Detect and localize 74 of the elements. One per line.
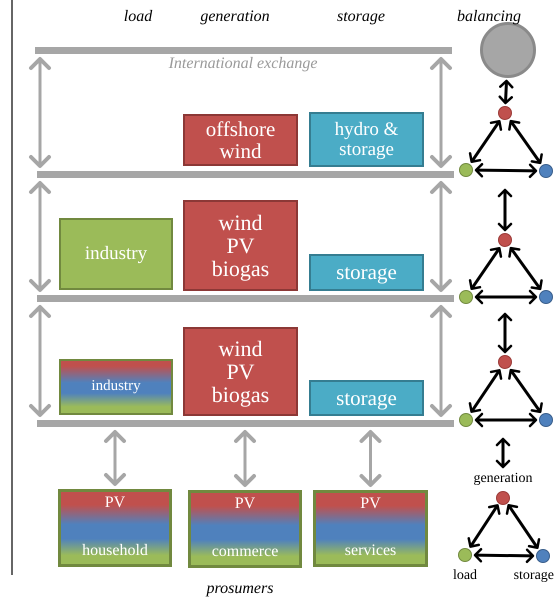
level-bar [37,171,454,178]
box-text: commerce [212,544,278,561]
box-text: household [82,543,148,560]
generation-box [183,114,298,166]
box-text: PV [104,495,126,512]
load-box [59,218,173,290]
arrow [508,120,543,164]
double-arrow [430,181,452,292]
double-arrow [29,181,51,292]
double-arrow [234,430,256,487]
load-label: load [452,568,478,584]
arrow [506,504,540,549]
double-arrow [104,430,126,486]
load-dot [459,163,473,177]
generation-dot [498,106,512,120]
box-text: PV [360,496,381,513]
storage-label: storage [514,568,554,584]
load-dot [458,548,472,562]
level-bar [35,47,452,54]
arrow [474,162,538,178]
column-heading: prosumers [206,580,274,598]
arrow [498,80,514,104]
storage-dot [539,290,553,304]
arrow [468,120,502,163]
storage-dot [539,413,553,427]
box-text: wind PV biogas [212,210,270,280]
box-text: storage [336,261,397,284]
prosumer-box [313,490,428,567]
column-heading: balancing [457,8,521,26]
double-arrow [430,57,452,168]
double-arrow [430,305,452,417]
box-text: PV [234,496,256,513]
box-text: industry [84,244,148,264]
prosumer-box [58,489,172,567]
arrow [496,438,510,468]
box-text: offshore wind [206,118,276,162]
arrow [468,369,502,413]
arrow [498,188,512,232]
box-text: generation [473,472,533,487]
arrow [508,368,543,414]
storage-dot [539,164,553,178]
storage-box [309,112,424,167]
storage-box [309,254,424,291]
arrow [474,290,538,304]
column-heading: storage [337,8,385,26]
double-arrow [29,57,51,168]
arrow [468,504,500,548]
load-dot [459,290,473,304]
load-dot [459,413,473,427]
prosumer-box [188,490,302,568]
level-bar [37,295,454,302]
storage-box [309,380,424,416]
box-text: services [344,543,396,560]
column-heading: load [124,8,152,26]
column-heading: generation [200,8,270,26]
generation-box [183,200,298,291]
generation-dot [498,355,512,369]
level-bar [37,420,454,427]
double-arrow [29,305,51,417]
arrow [474,412,538,428]
arrow [498,312,512,354]
box-text: wind PV biogas [212,336,270,406]
box-text: industry [91,379,141,395]
storage-dot [536,549,550,563]
arrow [468,247,502,290]
mixed-box [59,359,173,415]
arrow [508,246,543,290]
generation-box [183,327,298,416]
generation-dot [498,233,512,247]
arrow [474,548,534,564]
box-text: hydro & storage [334,120,400,160]
box-text: storage [336,386,397,410]
international-exchange-label: International exchange [168,55,318,73]
double-arrow [360,430,382,487]
